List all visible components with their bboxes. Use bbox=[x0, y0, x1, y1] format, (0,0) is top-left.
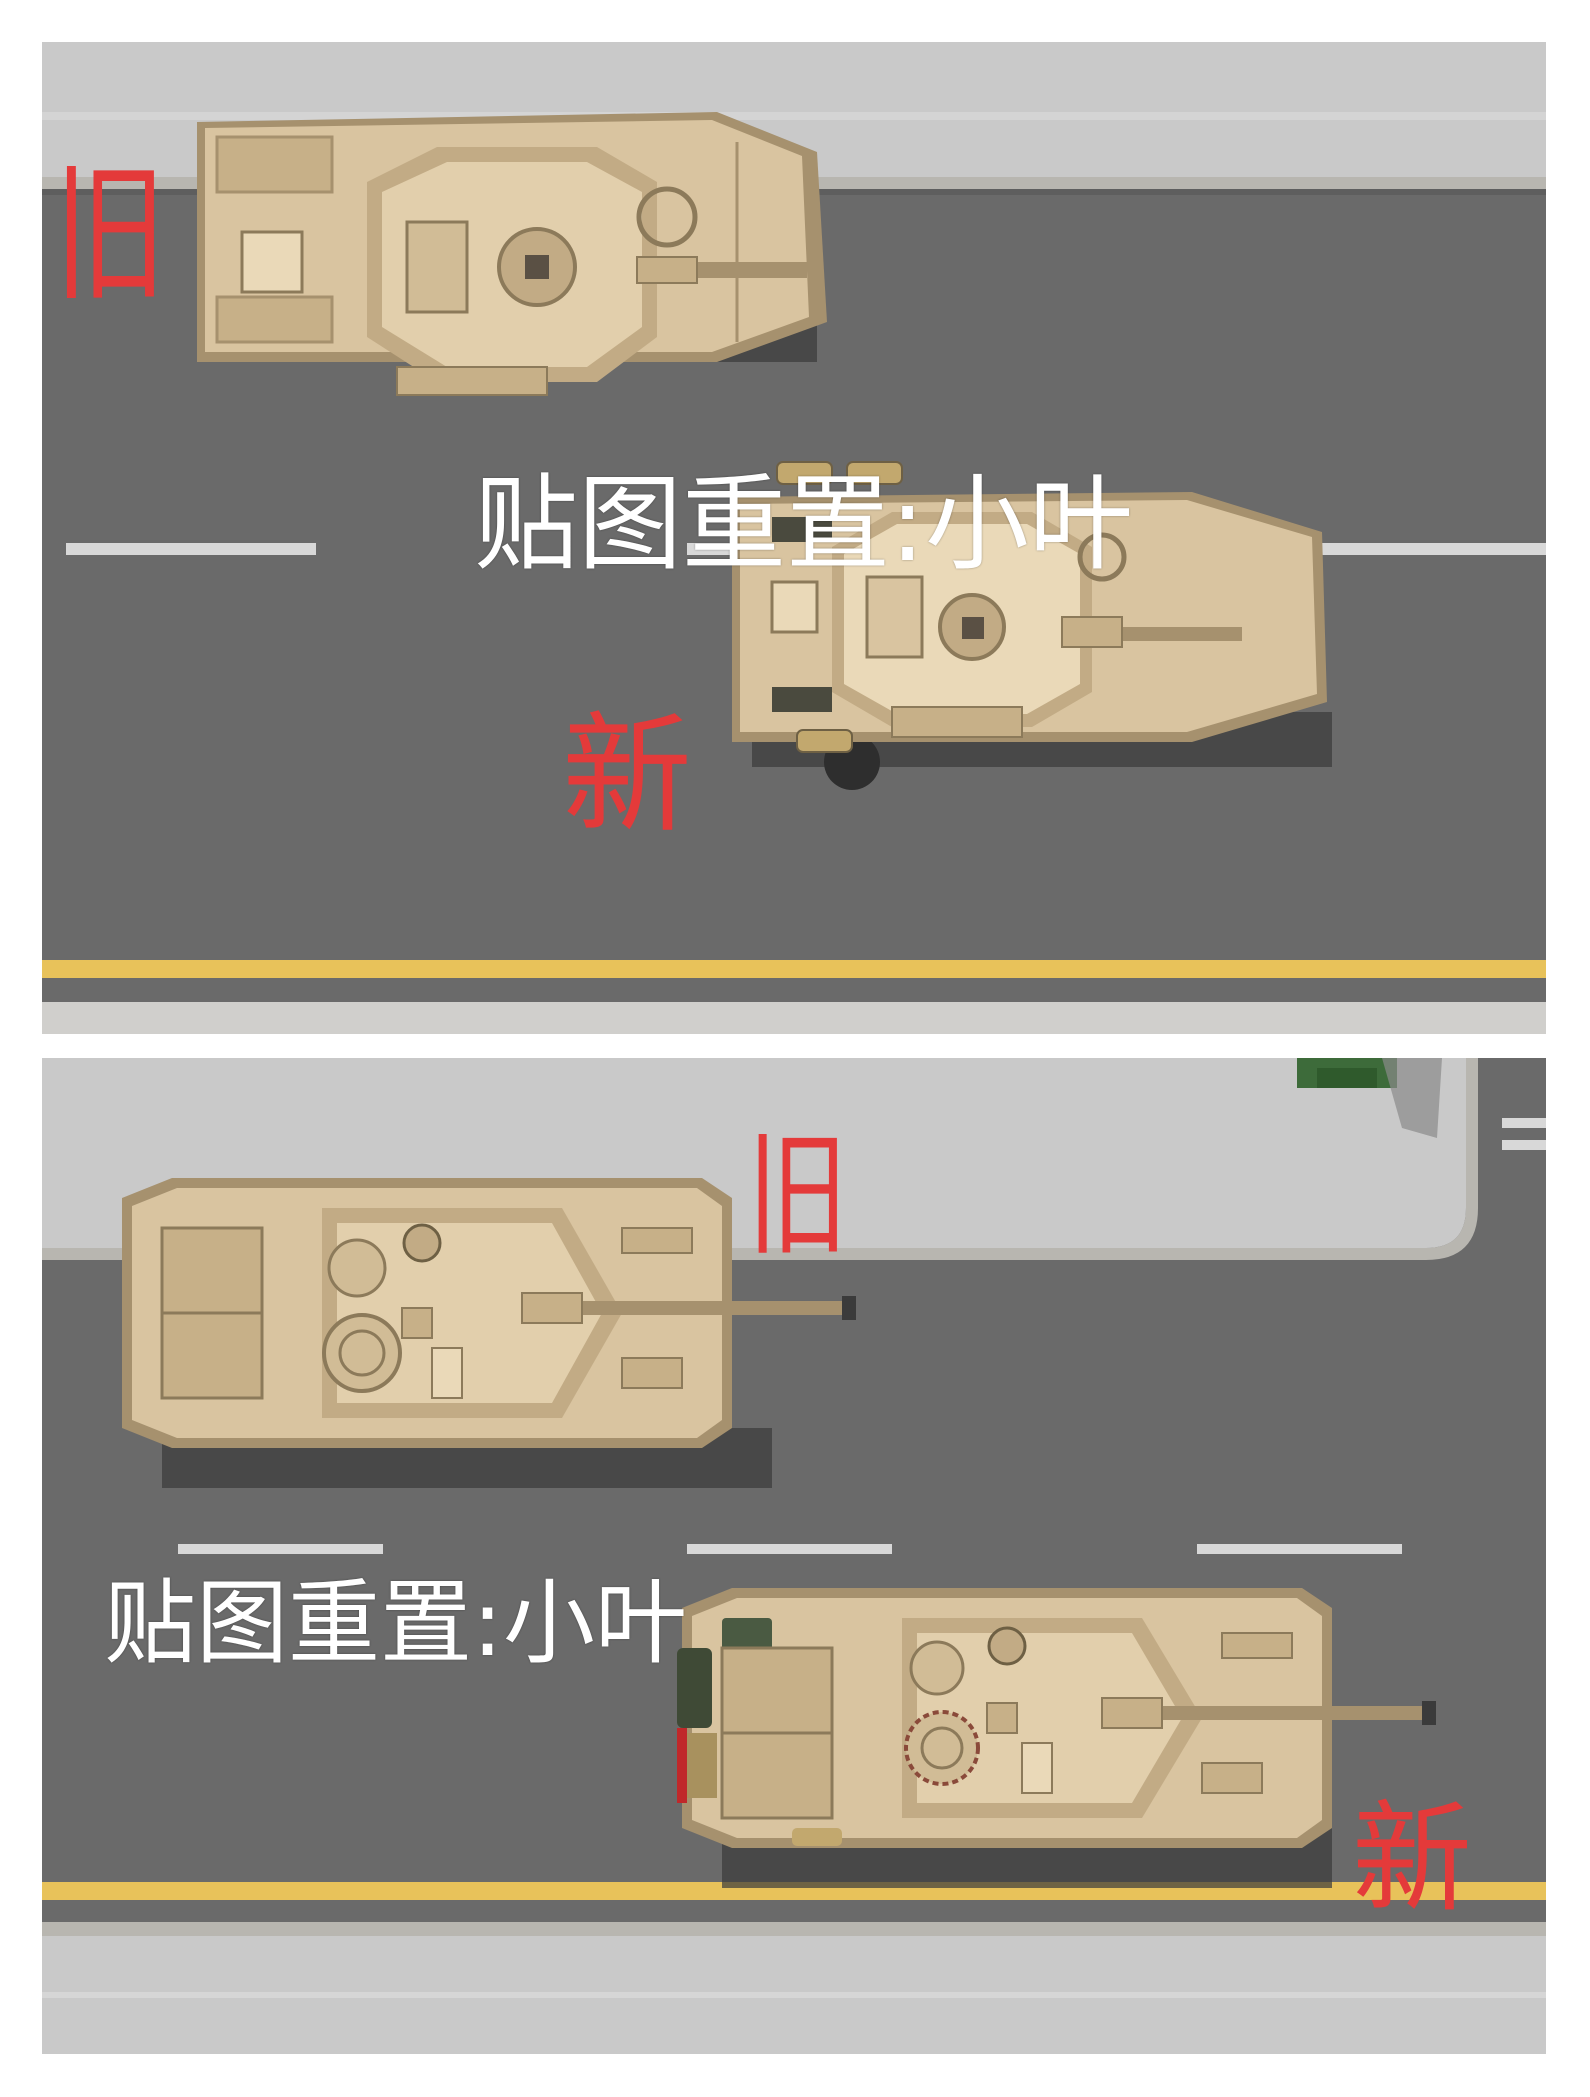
old-label: 旧 bbox=[54, 148, 169, 322]
yellow-line bbox=[42, 960, 1546, 978]
new-label: 新 bbox=[562, 699, 695, 851]
lane-dash bbox=[66, 543, 316, 555]
texture-credit-caption: 贴图重置:小叶 bbox=[474, 463, 1134, 585]
new-label: 新 bbox=[1352, 1790, 1474, 1929]
sidewalk-strip bbox=[42, 112, 1546, 120]
tank-old-icon bbox=[197, 112, 827, 396]
texture-credit-caption: 贴图重置:小叶 bbox=[104, 1570, 687, 1677]
tree-icon bbox=[1297, 1058, 1442, 1138]
top-comparison-panel: 旧 贴图重置:小叶 新 bbox=[42, 42, 1546, 1034]
bottom-road-scene bbox=[42, 1058, 1546, 2054]
bottom-curb bbox=[42, 1002, 1546, 1034]
tank-new-icon bbox=[677, 1588, 1436, 1888]
crosswalk-mark bbox=[1502, 1140, 1546, 1150]
lane-dash bbox=[178, 1544, 383, 1554]
bottom-curb bbox=[42, 1922, 1546, 1936]
lane-dash bbox=[1197, 1544, 1402, 1554]
bottom-comparison-panel: 旧 贴图重置:小叶 新 bbox=[42, 1058, 1546, 2054]
old-label: 旧 bbox=[747, 1117, 850, 1274]
lane-dash bbox=[1310, 543, 1546, 555]
top-road-scene bbox=[42, 42, 1546, 1034]
tank-new-icon bbox=[732, 461, 1332, 790]
tank-old-icon bbox=[122, 1178, 856, 1488]
crosswalk-mark bbox=[1502, 1118, 1546, 1128]
lane-dash bbox=[687, 1544, 892, 1554]
